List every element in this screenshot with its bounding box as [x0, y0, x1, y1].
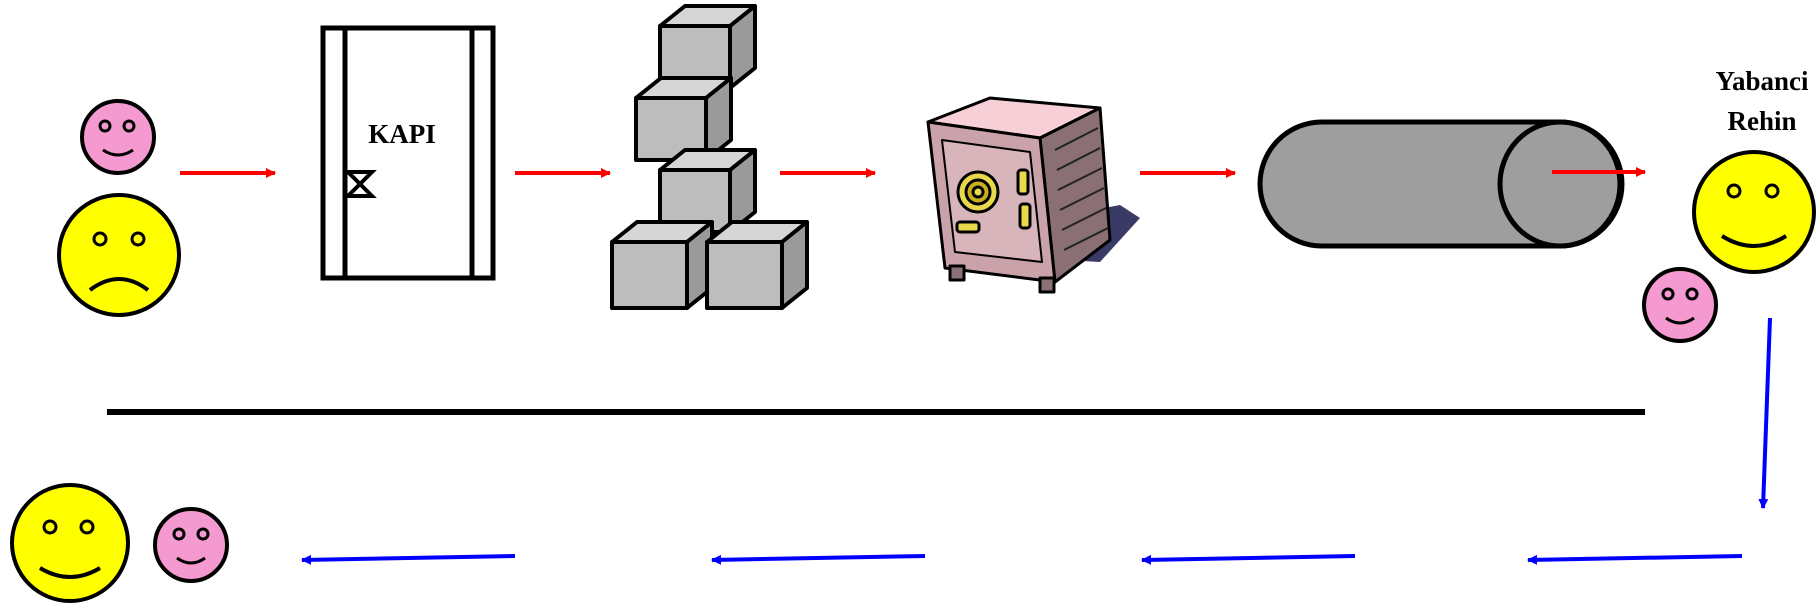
smiley-face-icon [1692, 150, 1816, 274]
stacked-blocks-icon [610, 4, 809, 310]
return-arrows [301, 317, 1772, 565]
arrow-icon [301, 554, 516, 565]
arrow-icon [1141, 554, 1356, 565]
agent-label-line1: Yabanci [1715, 66, 1809, 96]
door-icon: KAPI [320, 25, 496, 281]
arrow-icon [1527, 554, 1743, 565]
sad-face-icon [57, 193, 181, 317]
door-label: KAPI [368, 119, 436, 149]
arrow-icon [711, 554, 926, 565]
arrow-icon [1758, 317, 1772, 509]
agent-label-line2: Rehin [1727, 106, 1796, 136]
pink-smiley-icon [80, 99, 156, 175]
cylinder-icon [1257, 119, 1625, 249]
pink-smiley-icon [153, 507, 229, 583]
pink-smiley-icon [1642, 267, 1718, 343]
smiley-face-icon [10, 483, 130, 603]
safe-icon [926, 96, 1140, 294]
